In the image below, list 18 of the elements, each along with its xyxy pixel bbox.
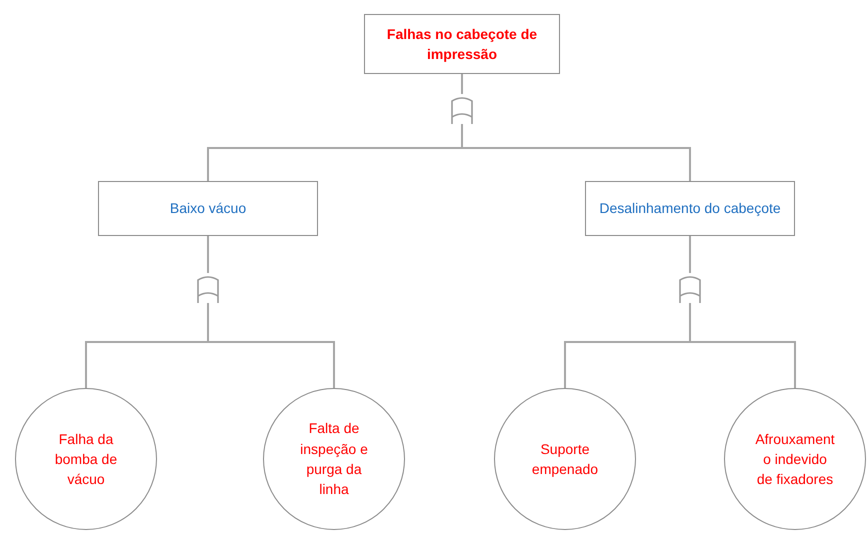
event-label: Falhas no cabeçote de impressão <box>386 24 538 64</box>
event-label: Desalinhamento do cabeçote <box>599 199 781 218</box>
event-label: Afrouxamento indevido de fixadores <box>755 430 835 490</box>
event-box <box>98 181 318 236</box>
event-box <box>585 181 795 236</box>
logic-gate-symbol <box>678 273 702 303</box>
event-label: Baixo vácuo <box>170 199 246 218</box>
connector-line <box>689 236 691 273</box>
event-box <box>364 14 560 74</box>
connector-line <box>207 236 209 273</box>
connector-line <box>689 303 796 388</box>
event-label: Falta de inspeção e purga da linha <box>299 419 369 500</box>
logic-gate-symbol <box>450 94 474 124</box>
connector-line <box>461 124 691 181</box>
event-label: Falha da bomba de vácuo <box>54 430 118 490</box>
logic-gate-symbol <box>196 273 220 303</box>
event-label: Suporte empenado <box>530 440 600 479</box>
connector-line <box>461 74 463 94</box>
